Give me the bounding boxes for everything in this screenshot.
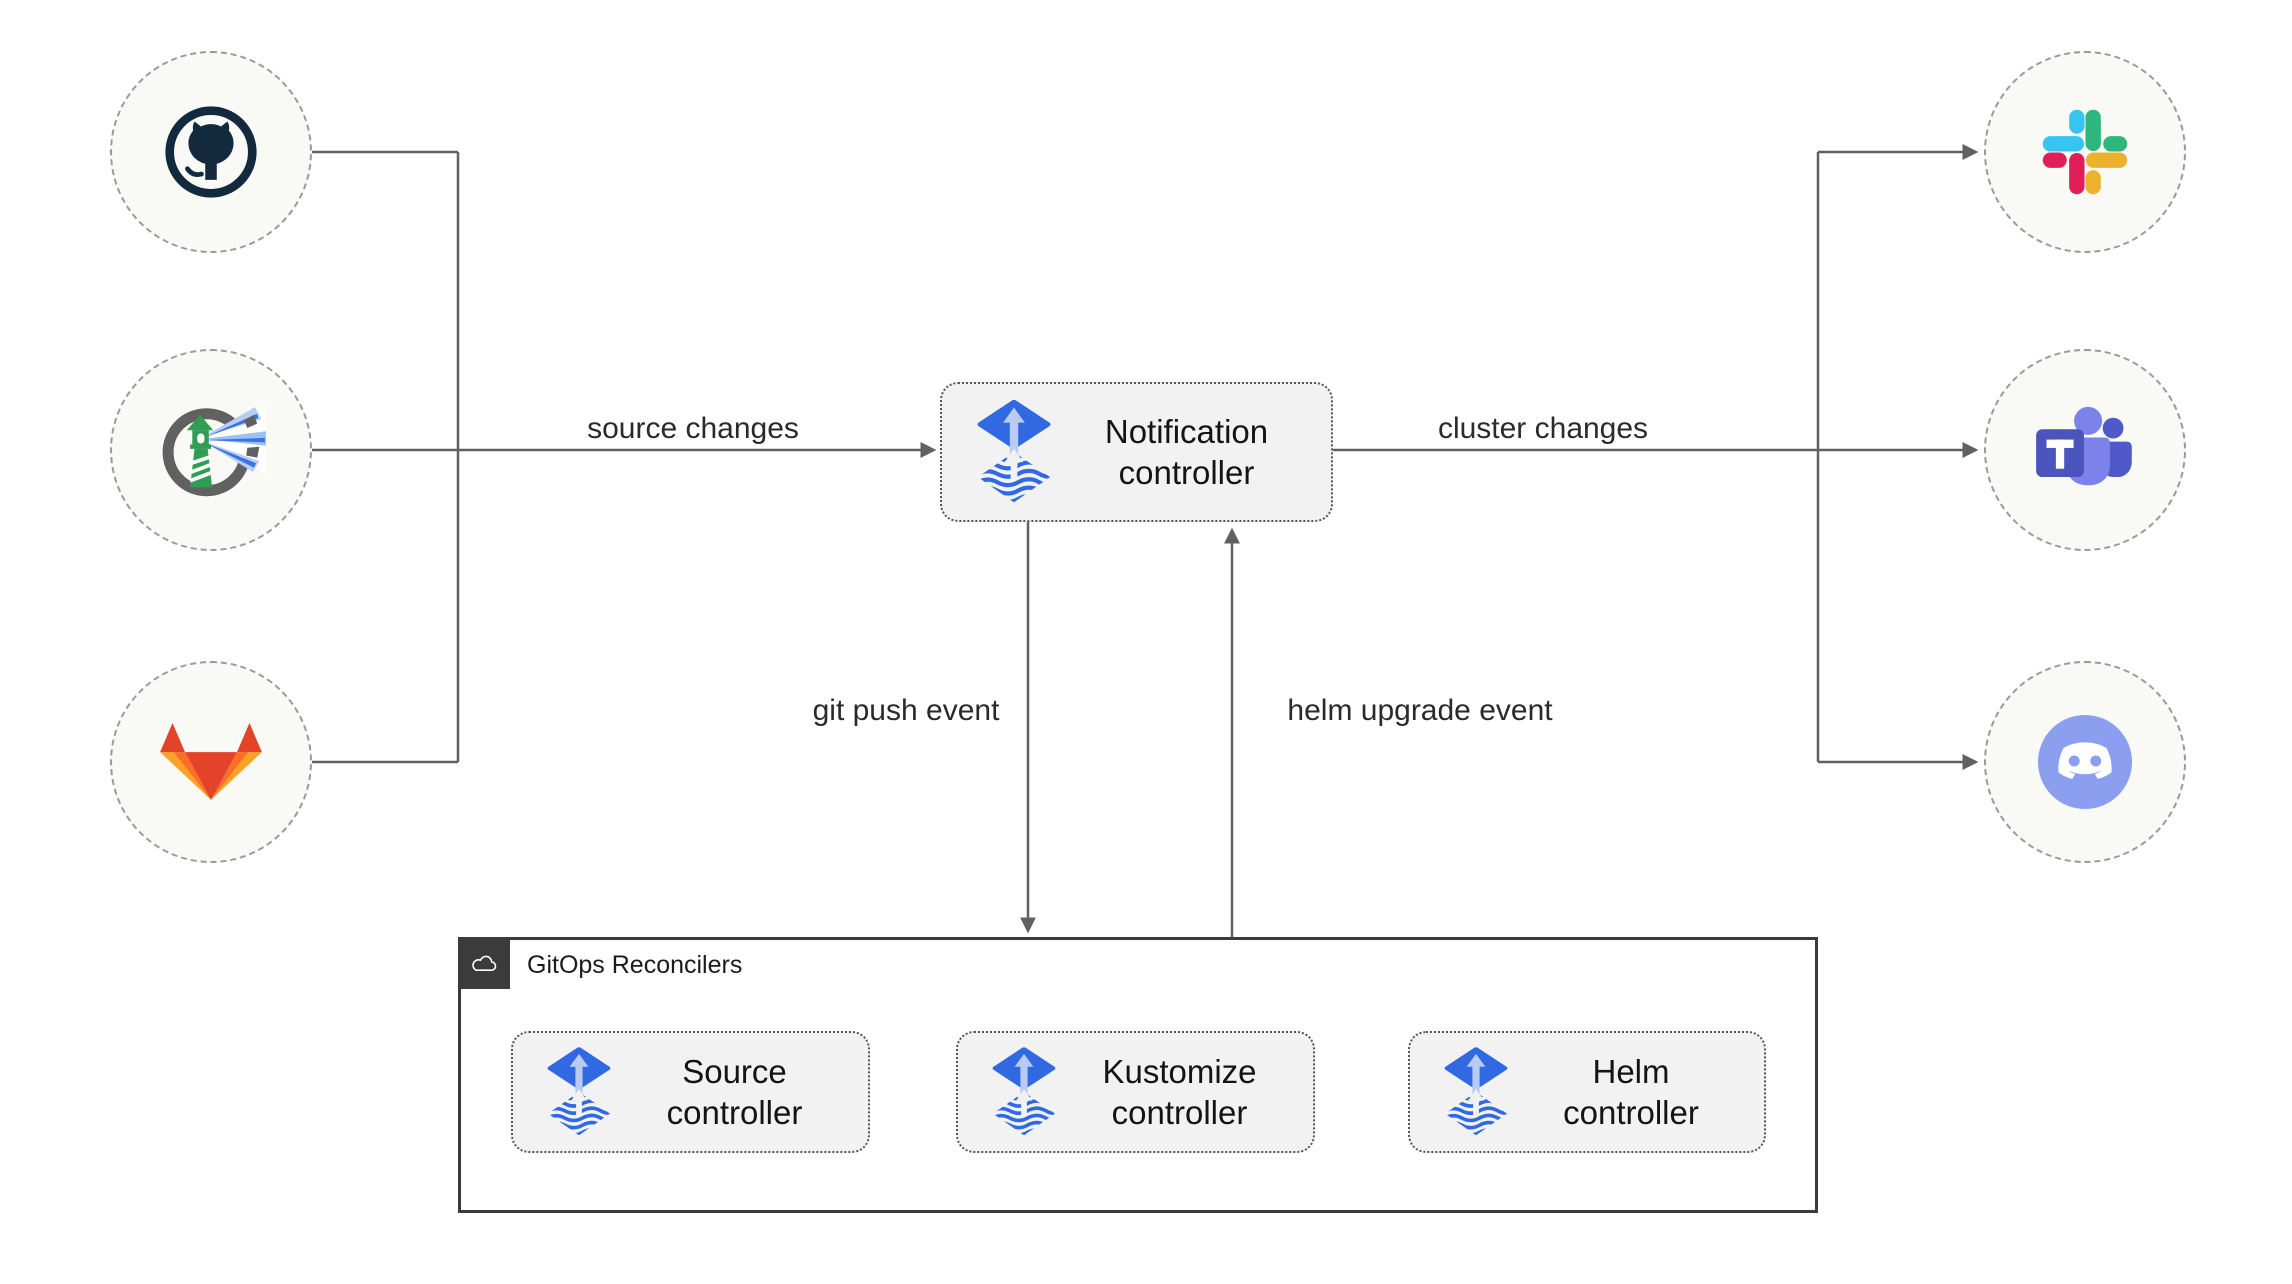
source-node-harbor: [110, 349, 312, 551]
source-node-github: [110, 51, 312, 253]
node-notification-controller: Notification controller: [940, 382, 1333, 522]
gitops-reconcilers-container: GitOps Reconcilers Source controller Kus…: [458, 937, 1818, 1213]
gitops-reconcilers-title: GitOps Reconcilers: [527, 951, 743, 979]
kustomize-controller-label: Kustomize controller: [1102, 1052, 1257, 1131]
slack-icon: [2037, 104, 2133, 200]
node-source-controller: Source controller: [511, 1031, 870, 1153]
github-icon: [163, 104, 259, 200]
edge-label-source-changes: source changes: [587, 412, 799, 445]
edge-label-helm-upgrade-event: helm upgrade event: [1287, 694, 1553, 727]
target-node-ms-teams: [1984, 349, 2186, 551]
discord-icon: [2036, 713, 2134, 811]
flux-icon: [1440, 1047, 1512, 1137]
source-controller-label: Source controller: [666, 1052, 803, 1131]
ms-teams-icon: [2033, 403, 2137, 497]
edge-label-git-push-event: git push event: [812, 694, 1000, 727]
target-node-discord: [1984, 661, 2186, 863]
node-helm-controller: Helm controller: [1408, 1031, 1766, 1153]
flux-icon: [988, 1047, 1060, 1137]
flux-icon: [543, 1047, 615, 1137]
target-node-slack: [1984, 51, 2186, 253]
notification-controller-label: Notification controller: [1104, 412, 1269, 491]
source-node-gitlab: [110, 661, 312, 863]
node-kustomize-controller: Kustomize controller: [956, 1031, 1315, 1153]
edge-label-cluster-changes: cluster changes: [1437, 412, 1649, 445]
cloud-icon: [468, 952, 500, 975]
helm-controller-label: Helm controller: [1563, 1052, 1699, 1131]
gitlab-icon: [159, 723, 263, 802]
gitops-badge: [458, 937, 510, 989]
flux-icon: [972, 400, 1056, 504]
harbor-icon: [156, 395, 266, 505]
